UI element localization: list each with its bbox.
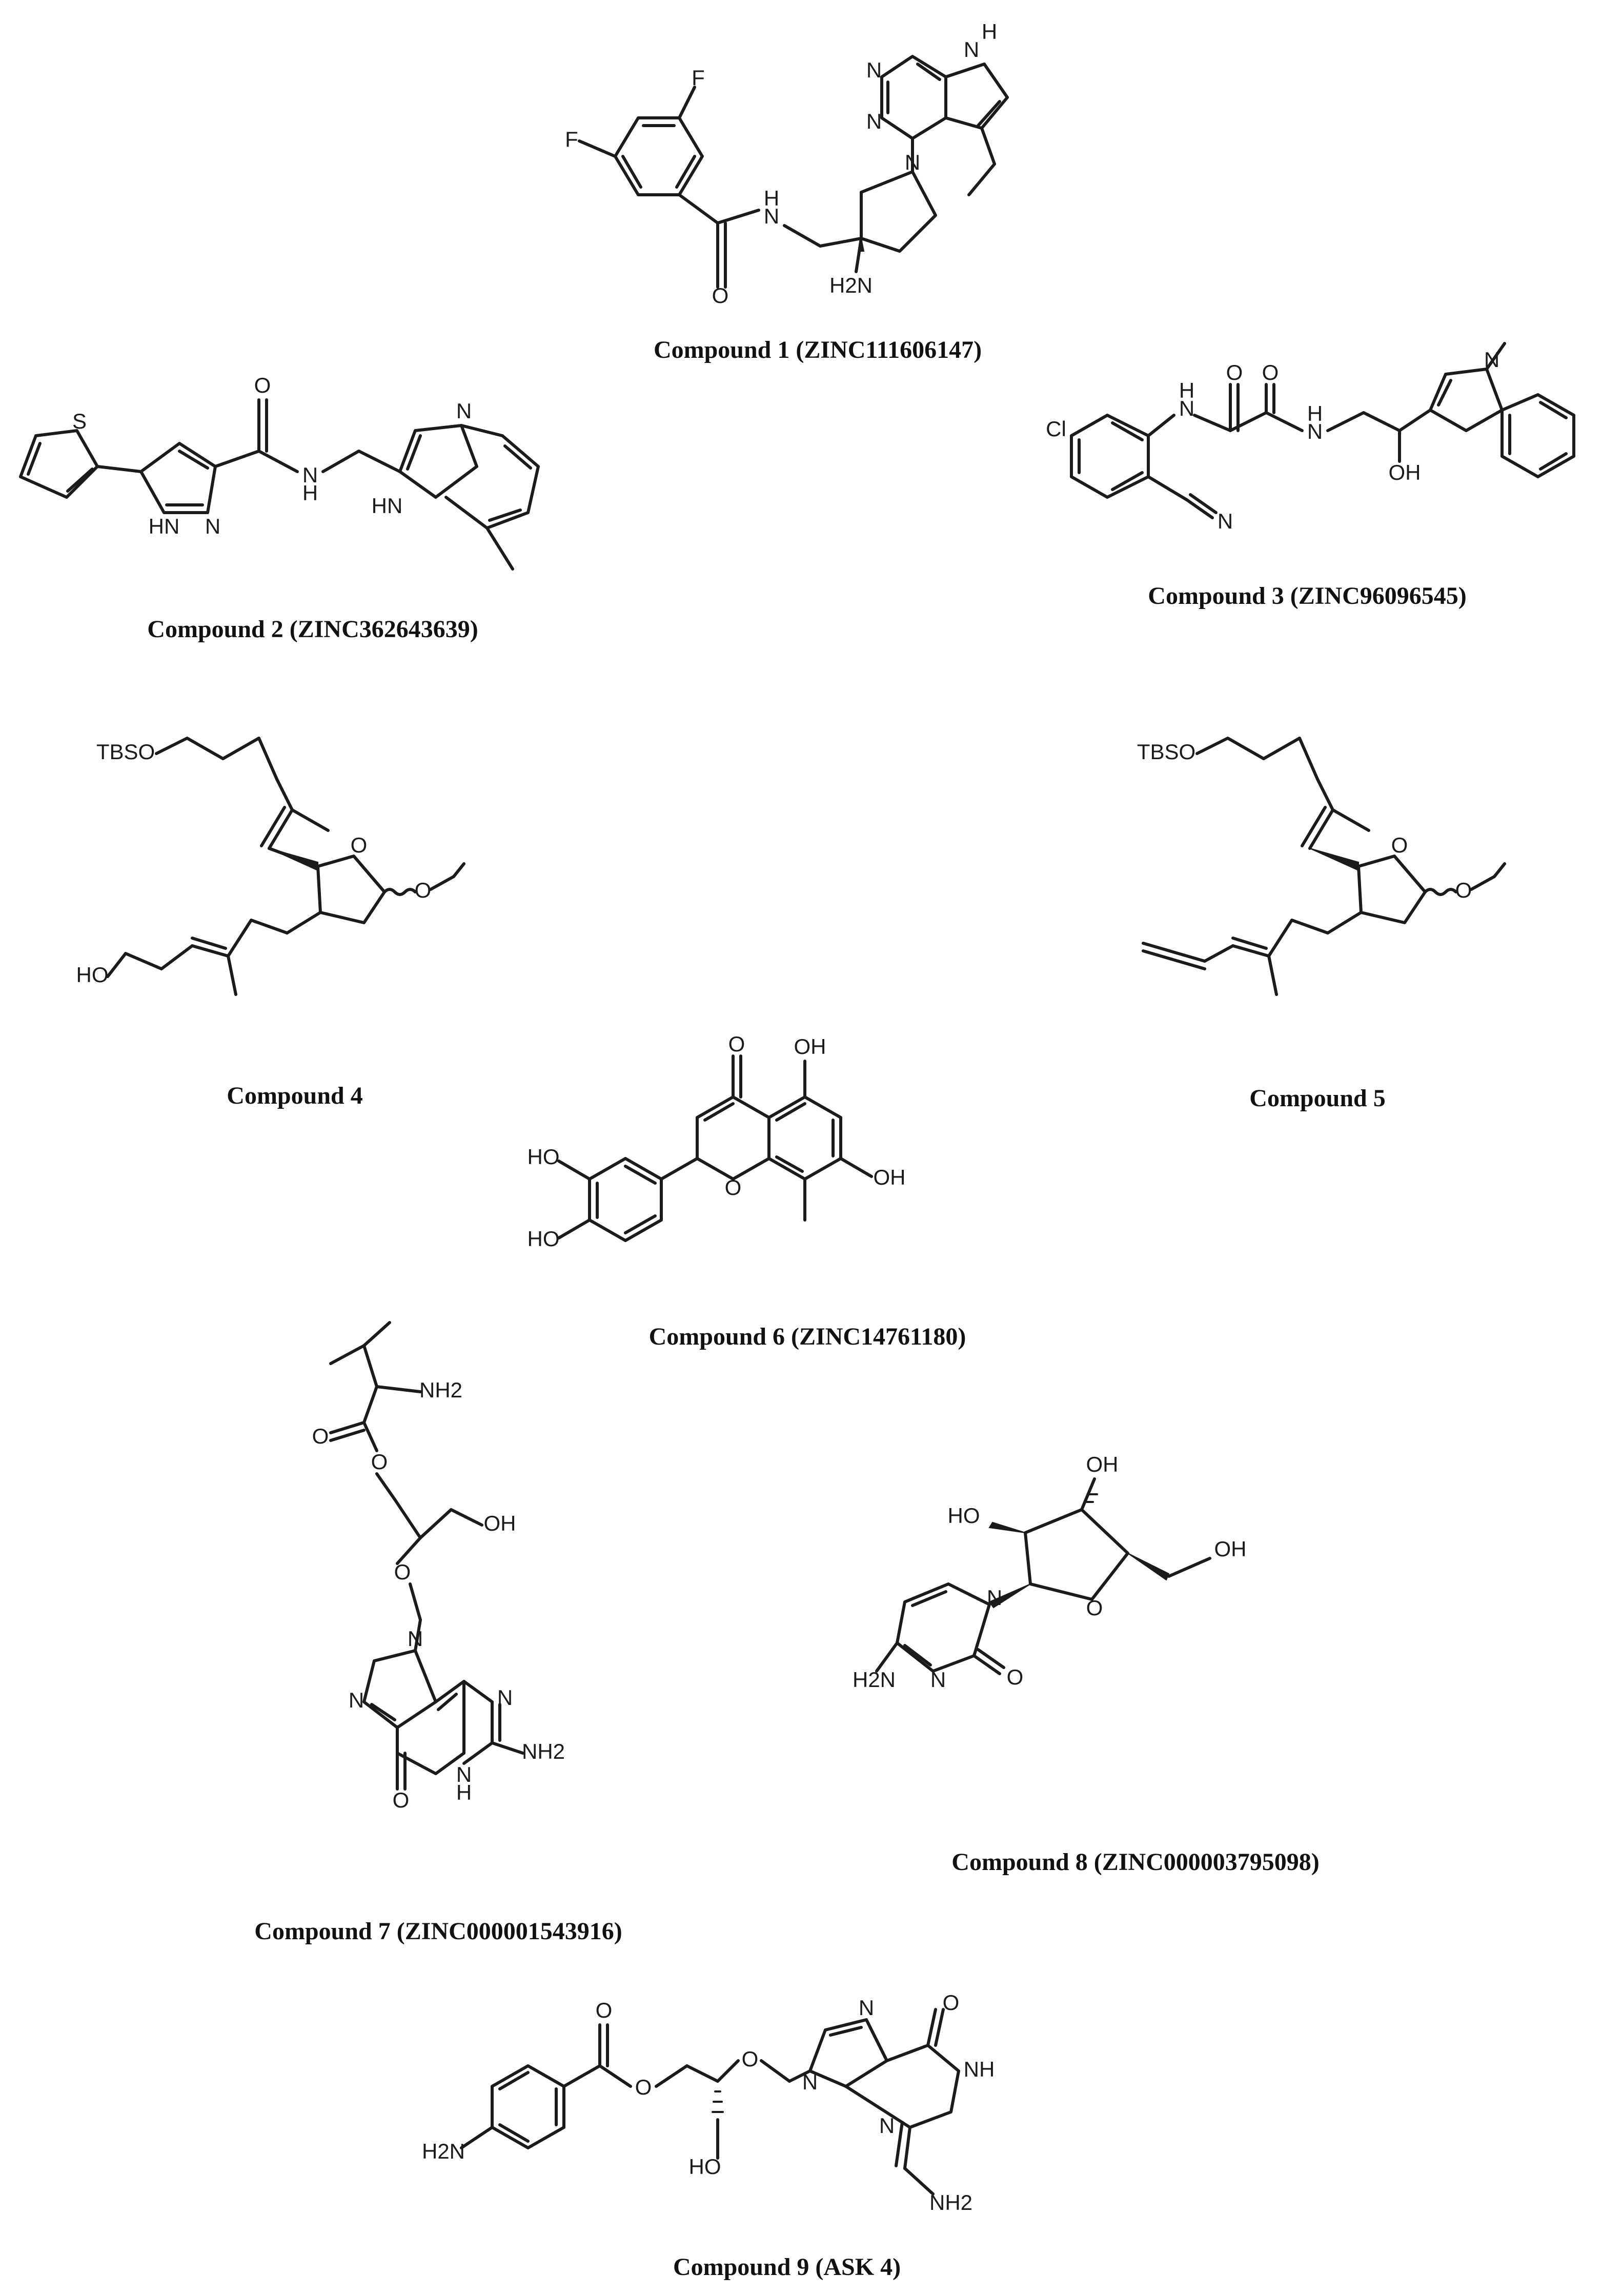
- c9-atom-nh: NH: [964, 2057, 995, 2081]
- c2-atom-n-imidazole: N: [456, 399, 472, 423]
- c9-atom-o-carbonyl: O: [596, 1998, 613, 2022]
- c2-atom-h: H: [302, 481, 318, 505]
- compound-6-structure: O OH OH O HO HO: [528, 1032, 906, 1251]
- c7-atom-h1: H: [456, 1780, 472, 1804]
- compound-2-structure: S HN N O N H N HN: [19, 373, 540, 571]
- c2-atom-hn-imidazole: HN: [372, 494, 403, 518]
- c1-atom-h-top: H: [982, 19, 997, 44]
- c9-atom-h2n: H2N: [422, 2139, 465, 2163]
- c6-atom-o-ring: O: [725, 1175, 742, 1200]
- c8-atom-n3: N: [930, 1668, 946, 1692]
- c1-atom-f1: F: [565, 127, 578, 151]
- caption-compound-4: Compound 4: [227, 1082, 363, 1109]
- c6-atom-oh1: OH: [794, 1034, 826, 1059]
- c2-atom-o: O: [254, 373, 271, 397]
- c3-atom-n-nitrile: N: [1218, 509, 1233, 533]
- c9-atom-n9: N: [802, 2070, 818, 2094]
- c6-atom-oh2: OH: [874, 1165, 906, 1189]
- c2-atom-hn: HN: [149, 514, 180, 538]
- c3-atom-n2: N: [1307, 419, 1323, 443]
- c1-atom-n-b: N: [866, 109, 882, 133]
- c8-atom-oh1: OH: [1086, 1452, 1119, 1476]
- c3-atom-h2: H: [1307, 401, 1323, 425]
- c7-atom-n3: N: [497, 1685, 513, 1710]
- c1-atom-n-a: N: [866, 58, 882, 82]
- caption-compound-2: Compound 2 (ZINC362643639): [147, 616, 478, 643]
- c7-atom-nh2-b: NH2: [522, 1739, 565, 1763]
- c1-atom-n-pyrrolidine: N: [905, 150, 920, 174]
- compound-9-structure: H2N O O O HO N N O NH N NH2: [422, 1990, 995, 2214]
- c3-atom-o1: O: [1226, 360, 1243, 384]
- c2-atom-n: N: [302, 463, 318, 487]
- c7-atom-o-ester: O: [371, 1450, 388, 1474]
- c8-atom-h2n: H2N: [853, 1668, 896, 1692]
- c7-atom-o-ether: O: [394, 1560, 411, 1584]
- c7-atom-o6: O: [393, 1788, 410, 1812]
- c4-atom-tbso: TBSO: [96, 740, 155, 764]
- c8-atom-oh2: OH: [1214, 1537, 1247, 1561]
- c9-atom-o6: O: [943, 1990, 960, 2015]
- compound-7-structure: NH2 O O OH O N N N NH2 O N H: [312, 1321, 565, 1812]
- c9-atom-o-ether: O: [742, 2047, 759, 2071]
- c9-atom-n7: N: [859, 1996, 874, 2020]
- caption-compound-5: Compound 5: [1249, 1085, 1386, 1112]
- c1-atom-n: N: [764, 204, 779, 228]
- c9-atom-n3: N: [879, 2114, 895, 2138]
- caption-compound-9: Compound 9 (ASK 4): [673, 2253, 901, 2281]
- compound-1-structure: F F O N H H2N N N N N H: [565, 19, 1009, 308]
- c7-atom-oh: OH: [484, 1511, 516, 1535]
- c1-atom-f2: F: [692, 66, 705, 90]
- c6-atom-ho1: HO: [528, 1145, 560, 1169]
- c2-atom-n-pyrazole: N: [205, 514, 220, 538]
- c9-atom-o-ester: O: [635, 2075, 652, 2099]
- c1-atom-h: H: [764, 186, 779, 210]
- compound-4-structure: TBSO O O HO: [76, 737, 465, 996]
- caption-compound-3: Compound 3 (ZINC96096545): [1148, 582, 1467, 609]
- caption-compound-1: Compound 1 (ZINC111606147): [653, 336, 982, 363]
- c8-atom-o-ring: O: [1086, 1596, 1103, 1620]
- c7-atom-nh2: NH2: [419, 1378, 462, 1402]
- c4-atom-o-ring: O: [351, 833, 368, 857]
- c9-atom-ho: HO: [689, 2155, 721, 2179]
- caption-compound-6: Compound 6 (ZINC14761180): [648, 1323, 966, 1350]
- compound-5-structure: TBSO O O: [1137, 737, 1506, 996]
- c3-atom-n-indole: N: [1484, 348, 1499, 372]
- c1-atom-o: O: [712, 283, 729, 308]
- compound-3-structure: Cl N H O O N H OH N N: [1046, 342, 1575, 533]
- c6-atom-o-keto: O: [728, 1032, 745, 1056]
- c8-atom-ho: HO: [948, 1503, 980, 1528]
- c3-atom-n1: N: [1179, 396, 1194, 420]
- c3-atom-oh: OH: [1389, 460, 1421, 484]
- c7-atom-n9: N: [408, 1627, 423, 1651]
- c4-atom-ho: HO: [76, 963, 109, 987]
- c4-atom-o-methoxy: O: [415, 878, 432, 902]
- c9-atom-nh2: NH2: [929, 2190, 972, 2214]
- c8-atom-n1: N: [987, 1586, 1002, 1610]
- c5-atom-o-methoxy: O: [1455, 878, 1472, 902]
- c6-atom-ho2: HO: [528, 1227, 560, 1251]
- c8-atom-o2: O: [1007, 1665, 1024, 1689]
- c5-atom-tbso: TBSO: [1137, 740, 1195, 764]
- c5-atom-o-ring: O: [1391, 833, 1408, 857]
- compound-8-structure: HO OH OH O N N O H2N: [853, 1452, 1247, 1692]
- c7-atom-n1: N: [456, 1762, 472, 1786]
- c7-atom-o-carbonyl: O: [312, 1424, 329, 1448]
- c3-atom-o2: O: [1262, 360, 1279, 384]
- caption-compound-8: Compound 8 (ZINC000003795098): [951, 1848, 1320, 1876]
- c1-atom-n-top: N: [964, 37, 979, 62]
- c1-atom-h2n: H2N: [829, 273, 873, 297]
- c3-atom-h1: H: [1179, 378, 1194, 402]
- c2-atom-s: S: [72, 409, 87, 433]
- c3-atom-cl: Cl: [1046, 417, 1066, 441]
- c7-atom-n7: N: [349, 1688, 364, 1712]
- caption-compound-7: Compound 7 (ZINC000001543916): [254, 1918, 622, 1945]
